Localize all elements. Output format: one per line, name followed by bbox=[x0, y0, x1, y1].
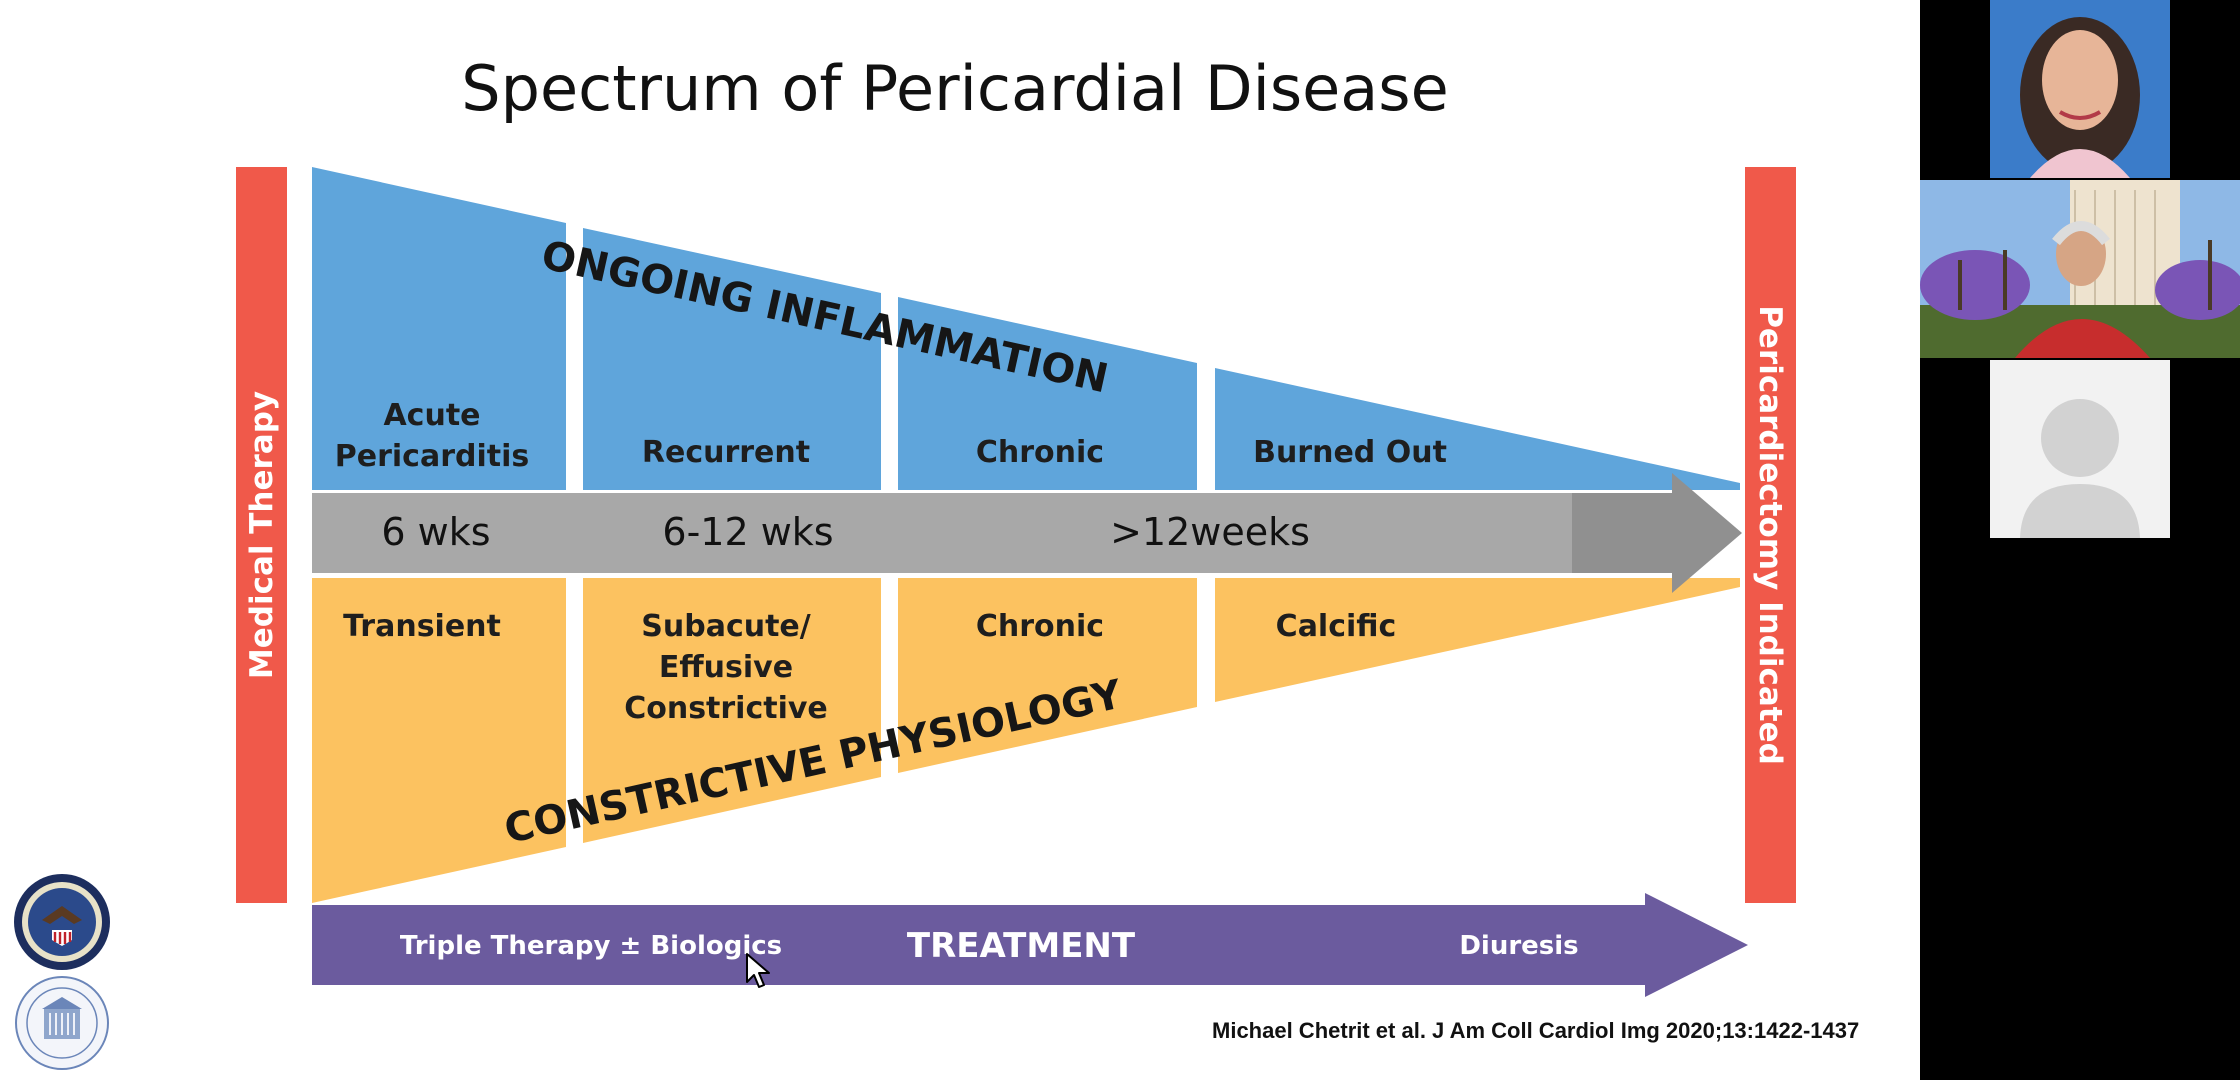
inflammation-segment-chronic bbox=[898, 297, 1197, 490]
inflammation-segment-burned-out bbox=[1215, 368, 1740, 490]
shared-slide: Spectrum of Pericardial Disease Medical … bbox=[0, 0, 1920, 1080]
constrictive-segment-subacute bbox=[583, 578, 881, 843]
va-seal-logo bbox=[14, 874, 110, 970]
stage-label-transient: Transient bbox=[343, 609, 501, 644]
stage-label-burned-out: Burned Out bbox=[1253, 435, 1447, 470]
stage-label-calcific: Calcific bbox=[1276, 609, 1397, 644]
stage-label-pericarditis: Pericarditis bbox=[335, 439, 529, 474]
citation: Michael Chetrit et al. J Am Coll Cardiol… bbox=[1212, 1018, 1860, 1043]
participant-video-2[interactable] bbox=[1920, 180, 2240, 358]
inflammation-segment-recurrent bbox=[583, 228, 881, 490]
timeline-bar-dark-end bbox=[1572, 493, 1672, 573]
timeline-label-12weeks: >12weeks bbox=[1110, 510, 1310, 554]
participant-video-man bbox=[1920, 180, 2240, 358]
mouse-cursor-icon bbox=[746, 953, 770, 988]
participant-avatar-placeholder bbox=[1920, 360, 2240, 538]
stage-label-chronic-inflammation: Chronic bbox=[976, 435, 1104, 470]
timeline-bar bbox=[312, 493, 1672, 573]
inflammation-segment-acute bbox=[312, 167, 566, 490]
treatment-label-triple-therapy: Triple Therapy ± Biologics bbox=[400, 931, 782, 961]
stage-label-constrictive: Constrictive bbox=[624, 691, 828, 726]
pericardiectomy-bar bbox=[1745, 167, 1796, 903]
stage-label-effusive: Effusive bbox=[659, 650, 793, 685]
uc-seal-logo bbox=[15, 976, 109, 1070]
stage-label-acute: Acute bbox=[383, 398, 480, 433]
avatar-placeholder-icon bbox=[2041, 399, 2119, 477]
medical-therapy-label: Medical Therapy bbox=[244, 391, 280, 679]
constrictive-segment-transient bbox=[312, 578, 566, 903]
pericardial-diagram: Medical Therapy Pericardiectomy Indicate… bbox=[236, 167, 1796, 997]
timeline-label-6wks: 6 wks bbox=[381, 510, 490, 554]
stage-label-subacute: Subacute/ bbox=[641, 609, 811, 644]
treatment-label-center: TREATMENT bbox=[907, 926, 1136, 966]
pericardiectomy-label: Pericardiectomy Indicated bbox=[1752, 305, 1788, 765]
constrictive-segment-calcific bbox=[1215, 578, 1740, 702]
participant-video-1[interactable] bbox=[1920, 0, 2240, 178]
stage-label-chronic-constrictive: Chronic bbox=[976, 609, 1104, 644]
timeline-arrowhead bbox=[1672, 473, 1742, 593]
participant-video-3[interactable] bbox=[1920, 360, 2240, 538]
treatment-bar bbox=[312, 905, 1647, 985]
slide-title: Spectrum of Pericardial Disease bbox=[461, 52, 1449, 125]
timeline-label-6-12wks: 6-12 wks bbox=[662, 510, 833, 554]
medical-therapy-bar bbox=[236, 167, 287, 903]
treatment-label-diuresis: Diuresis bbox=[1459, 931, 1578, 961]
stage-label-recurrent: Recurrent bbox=[642, 435, 810, 470]
constrictive-segment-chronic bbox=[898, 578, 1197, 773]
participant-video-woman bbox=[1920, 0, 2240, 178]
treatment-arrowhead bbox=[1645, 893, 1748, 997]
